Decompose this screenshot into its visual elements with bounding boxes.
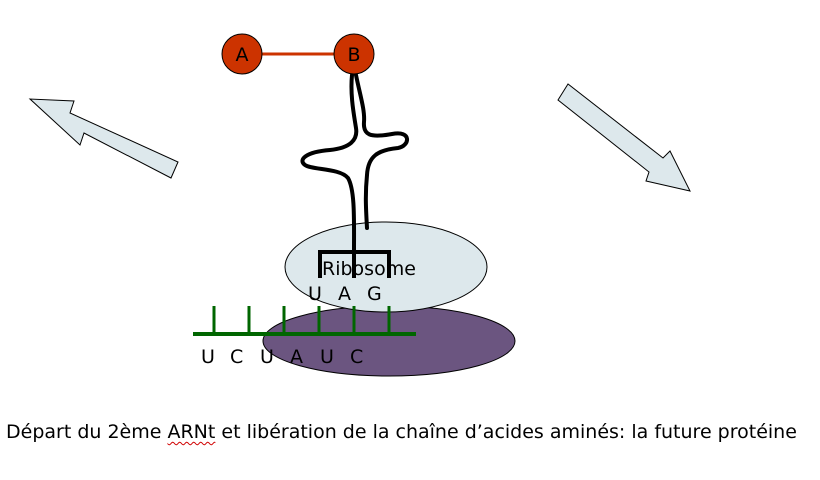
caption-text: Départ du 2ème <box>6 421 168 443</box>
caption-text-rest: et libération de la chaîne d’acides amin… <box>215 421 797 443</box>
caption: Départ du 2ème ARNt et libération de la … <box>6 420 806 445</box>
trna-molecule <box>300 73 359 252</box>
mrna-letter: C <box>230 346 243 368</box>
mrna-letter: U <box>320 346 334 368</box>
ribosome-label: Ribosome <box>322 258 416 280</box>
anticodon-letter: G <box>367 283 382 305</box>
arrow-up-left <box>28 98 179 179</box>
amino-acid-b <box>333 33 375 75</box>
anticodon-bracket <box>318 250 391 278</box>
trna-molecule-strand <box>354 73 409 230</box>
mrna-letter: U <box>260 346 274 368</box>
amino-acid-a-label: A <box>236 44 249 66</box>
caption-flagged-word: ARNt <box>167 421 216 443</box>
mrna-letter: C <box>350 346 363 368</box>
anticodon-letter: A <box>338 283 351 305</box>
mrna-letter: A <box>290 346 303 368</box>
amino-acid-b-label: B <box>347 44 360 66</box>
amino-acid-a <box>221 33 263 75</box>
mrna-strand <box>193 306 416 336</box>
mrna-letter: U <box>201 346 215 368</box>
arrow-down-right <box>557 83 691 192</box>
anticodon-letter: U <box>308 283 322 305</box>
ribosome-small-subunit <box>284 221 488 313</box>
translation-diagram: Ribosome U A G U C U A U C A B <box>28 33 691 377</box>
